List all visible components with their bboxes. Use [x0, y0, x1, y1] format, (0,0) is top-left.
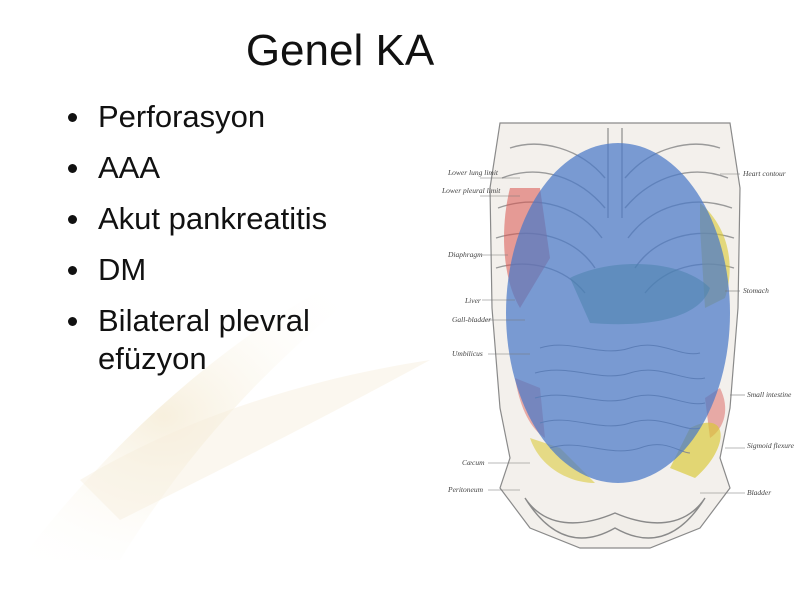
blue-overlay	[506, 143, 730, 483]
abdominal-anatomy-illustration: Lower lung limit Lower pleural limit Dia…	[441, 122, 795, 549]
bullet-dot-icon	[68, 215, 77, 224]
label-lower-pleural-limit: Lower pleural limit	[441, 186, 501, 195]
bullet-text: Akut pankreatitis	[98, 201, 328, 236]
bullet-text: DM	[98, 252, 147, 287]
label-heart-contour: Heart contour	[742, 169, 786, 178]
label-bladder: Bladder	[747, 488, 771, 497]
bullet-dot-icon	[68, 113, 77, 122]
bullet-item: Akut pankreatitis	[68, 200, 388, 238]
label-gall-bladder: Gall-bladder	[452, 315, 491, 324]
slide-title: Genel KA	[245, 26, 435, 75]
bullet-item: Bilateral plevral efüzyon	[68, 302, 388, 378]
label-diaphragm: Diaphragm	[447, 250, 483, 259]
bullet-dot-icon	[68, 164, 77, 173]
label-small-intestine: Small intestine	[747, 390, 792, 399]
bullet-item: DM	[68, 251, 388, 289]
bullet-item: Perforasyon	[68, 98, 388, 136]
label-sigmoid-flexure: Sigmoid flexure	[747, 441, 795, 450]
label-peritoneum: Peritoneum	[447, 485, 484, 494]
label-caecum: Cæcum	[462, 458, 485, 467]
label-liver: Liver	[464, 296, 481, 305]
bullet-text: AAA	[98, 150, 161, 185]
bullet-list: Perforasyon AAA Akut pankreatitis DM Bil…	[68, 98, 388, 391]
label-stomach: Stomach	[743, 286, 769, 295]
bullet-text: Perforasyon	[98, 99, 266, 134]
label-lower-lung-limit: Lower lung limit	[447, 168, 499, 177]
bullet-dot-icon	[68, 266, 77, 275]
bullet-item: AAA	[68, 149, 388, 187]
bullet-dot-icon	[68, 317, 77, 326]
label-umbilicus: Umbilicus	[452, 349, 483, 358]
bullet-text: Bilateral plevral efüzyon	[98, 303, 310, 376]
